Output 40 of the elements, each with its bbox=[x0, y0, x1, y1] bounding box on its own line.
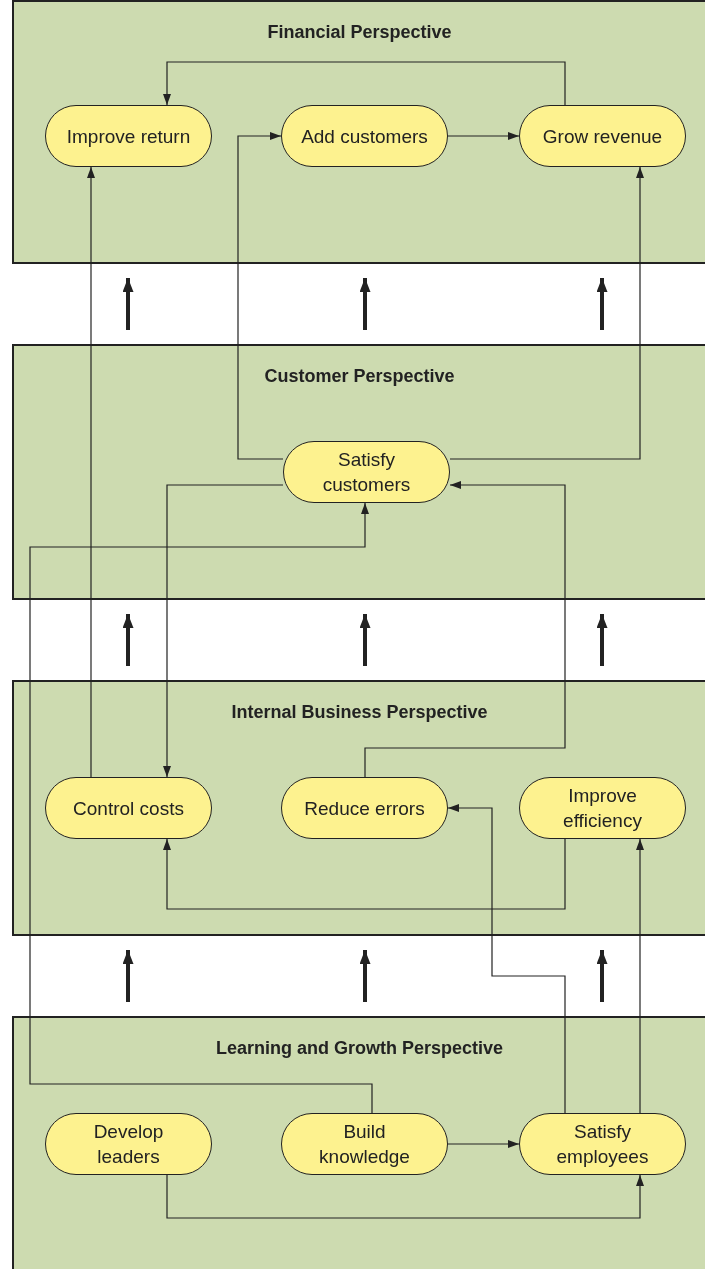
perspective-band bbox=[12, 0, 705, 264]
objective-label: Develop leaders bbox=[92, 1120, 165, 1169]
connector-arrow bbox=[87, 166, 95, 778]
objective-label: Grow revenue bbox=[542, 124, 663, 149]
objective-label: Satisfy customers bbox=[321, 448, 412, 497]
objective-label: Improve return bbox=[66, 124, 191, 149]
perspective-band bbox=[12, 680, 705, 936]
connector-arrow bbox=[447, 1140, 520, 1148]
upward-arrow bbox=[596, 614, 608, 666]
band-heading: Customer Perspective bbox=[263, 366, 456, 387]
upward-arrow bbox=[359, 950, 371, 1002]
connector-arrow bbox=[163, 61, 566, 106]
connector-arrow bbox=[163, 838, 566, 910]
objective-label: Build knowledge bbox=[318, 1120, 411, 1169]
upward-arrow bbox=[359, 278, 371, 330]
connector-arrow bbox=[29, 502, 373, 1114]
objective-label: Control costs bbox=[73, 796, 184, 821]
connector-arrow bbox=[364, 481, 566, 778]
connector-arrow bbox=[447, 804, 566, 1114]
connector-arrow bbox=[237, 132, 284, 460]
connector-arrow bbox=[449, 166, 644, 460]
connector-arrow bbox=[636, 838, 644, 1114]
objective-label: Improve efficiency bbox=[562, 784, 643, 833]
perspective-band bbox=[12, 344, 705, 600]
connector-arrow bbox=[447, 132, 520, 140]
upward-arrow bbox=[596, 950, 608, 1002]
perspective-band bbox=[12, 1016, 705, 1269]
band-heading: Learning and Growth Perspective bbox=[214, 1038, 505, 1059]
upward-arrow bbox=[596, 278, 608, 330]
connector-arrow bbox=[166, 1174, 644, 1219]
band-heading: Internal Business Perspective bbox=[230, 702, 489, 723]
objective-label: Satisfy employees bbox=[555, 1120, 650, 1169]
connector-arrow bbox=[163, 484, 284, 778]
upward-arrow bbox=[122, 614, 134, 666]
band-heading: Financial Perspective bbox=[266, 22, 453, 43]
upward-arrow bbox=[122, 278, 134, 330]
upward-arrow bbox=[122, 950, 134, 1002]
objective-label: Add customers bbox=[301, 124, 428, 149]
upward-arrow bbox=[359, 614, 371, 666]
objective-label: Reduce errors bbox=[304, 796, 425, 821]
